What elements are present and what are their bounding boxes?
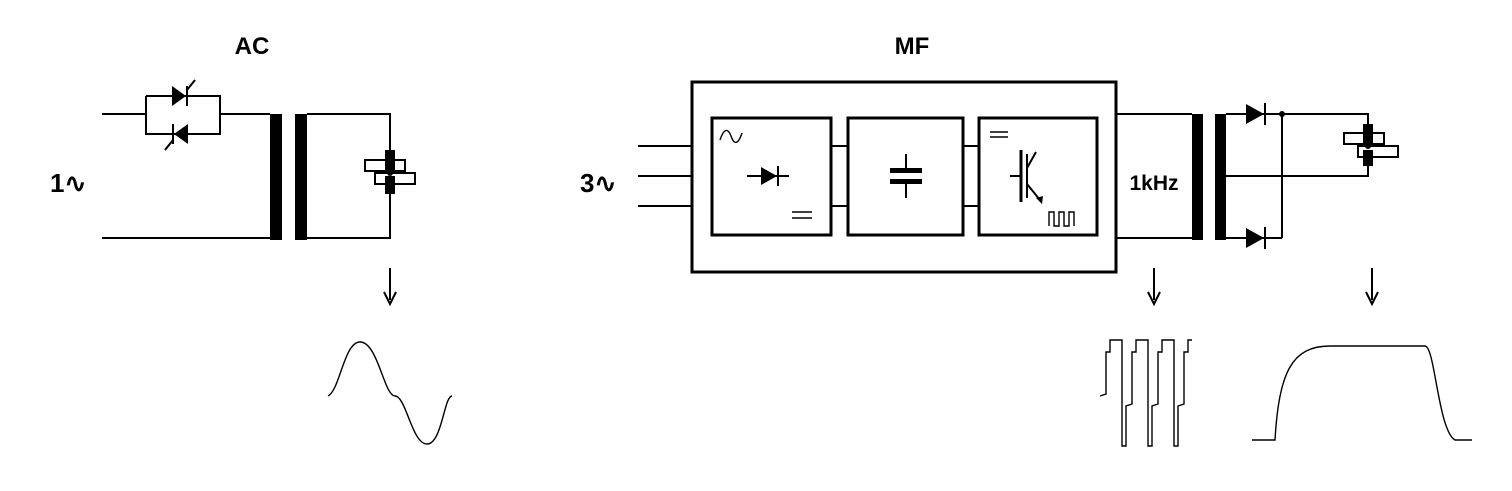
- dc-weld-current-waveform: [1252, 345, 1472, 441]
- rectifier-block: [710, 116, 833, 237]
- inverter-igbt-block: [977, 116, 1099, 237]
- ac-welding-electrodes: [364, 150, 416, 194]
- output-rectifier-diodes: [1240, 103, 1369, 249]
- ac-output-arrow: [383, 268, 397, 307]
- square-wave-1khz-waveform: [1099, 339, 1192, 447]
- mf-transformer: [1116, 113, 1282, 240]
- mf-section-title: MF: [895, 33, 930, 60]
- dc-link-block: [846, 116, 965, 237]
- frequency-label: 1kHz: [1129, 172, 1178, 195]
- ac-sine-waveform: [327, 341, 453, 445]
- mf-welding-electrodes: [1343, 124, 1399, 166]
- ac-source-label: 1∿: [50, 168, 86, 198]
- ac-transformer: [102, 113, 391, 240]
- ac-thyristor-pair: [102, 79, 270, 151]
- three-phase-input-lines: [638, 145, 692, 207]
- ac-section-title: AC: [235, 33, 270, 60]
- mf-source-label: 3∿: [580, 168, 616, 198]
- mf-weld-output-arrow: [1365, 268, 1379, 307]
- internal-block-connections: [831, 145, 979, 207]
- inverter-unit-box: [690, 80, 1118, 274]
- mf-inverter-output-arrow: [1147, 268, 1161, 307]
